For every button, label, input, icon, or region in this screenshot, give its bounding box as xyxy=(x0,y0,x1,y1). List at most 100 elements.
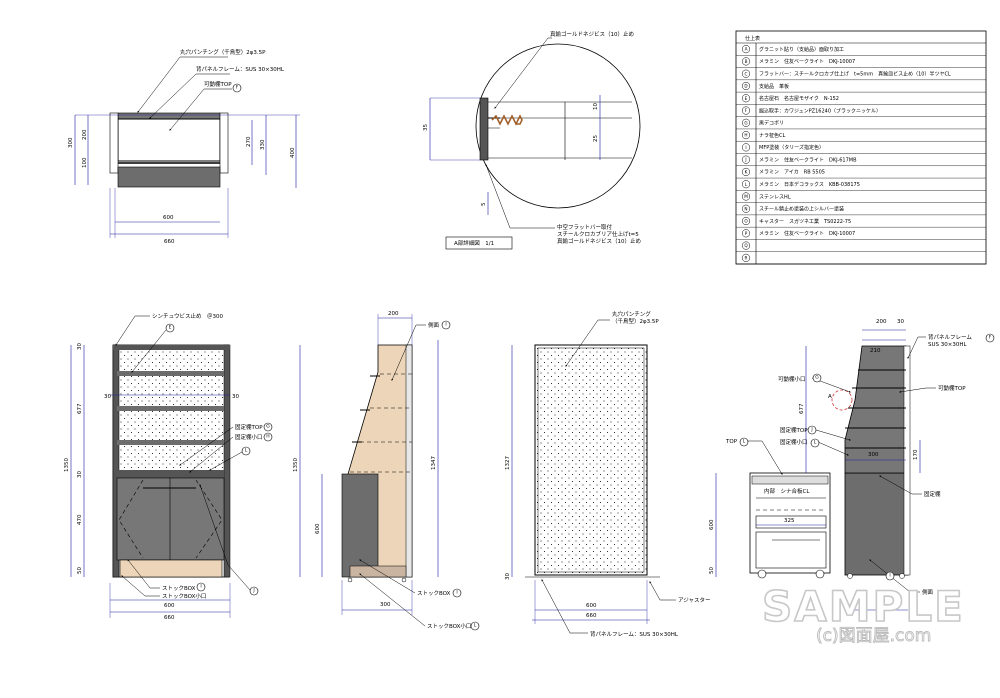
label-adjuster: アジャスター xyxy=(678,596,711,604)
svg-text:L: L xyxy=(245,448,248,454)
svg-text:I: I xyxy=(200,584,201,590)
finish-row-text: メラミン 住友ベークライト DKJ-10007 xyxy=(759,58,855,65)
finish-row-text: メラミン 日本デコラックス KBB-038175 xyxy=(759,181,860,188)
finish-mark-section-movable: G xyxy=(812,373,822,383)
side-elevation-view: 200 1350 1347 600 300 側面 I ストックBOX I ストッ… xyxy=(293,311,480,631)
svg-text:I: I xyxy=(456,590,457,596)
dim-600-top: 600 xyxy=(163,215,174,221)
finish-row-mark-circle xyxy=(741,167,751,176)
finish-row-mark-circle xyxy=(741,106,751,115)
svg-text:J: J xyxy=(252,588,254,594)
finish-row-mark: J xyxy=(744,157,746,162)
dim-35-detail: 35 xyxy=(423,124,429,131)
top-plan-view: 660 600 300 200 100 270 330 400 丸穴パンチング（… xyxy=(68,48,300,245)
finish-row-mark: M xyxy=(744,194,748,199)
finish-row-mark: E xyxy=(745,96,748,101)
svg-text:I: I xyxy=(445,322,446,328)
watermark-copyright: (c)図面屋.com xyxy=(816,626,931,646)
finish-mark-side-i: I xyxy=(441,320,451,330)
finish-row-mark-circle xyxy=(741,180,751,189)
finish-row-mark-circle xyxy=(741,216,751,226)
finish-row-mark: N xyxy=(744,206,747,211)
finish-row-mark-circle xyxy=(741,192,751,201)
finish-mark-section-top: L xyxy=(739,437,749,447)
dim-10-detail: 10 xyxy=(593,103,599,110)
finish-mark-top: F xyxy=(232,83,242,93)
svg-text:G: G xyxy=(815,375,819,381)
finish-row-text: 支給品 革板 xyxy=(759,83,789,90)
dim-30-front-d: 30 xyxy=(232,394,239,400)
label-top-section: TOP xyxy=(725,439,738,445)
finish-table-title: 仕上表 xyxy=(745,35,760,42)
finish-row-mark: P xyxy=(745,231,748,236)
finish-mark-front-g: G xyxy=(263,422,273,432)
label-detail-a-marker: A xyxy=(828,394,832,400)
label-stock-box-edge-side: ストックBOX小口 xyxy=(427,622,471,630)
finish-row-mark: R xyxy=(745,255,748,260)
label-fixed-shelf-top-front: 固定棚TOP xyxy=(235,423,263,431)
detail-a-view: 35 10 25 5 真鍮ゴールドネジビス（10）止め 中空フラットバー取付 ス… xyxy=(423,30,641,250)
dim-200-side: 200 xyxy=(388,311,399,317)
label-flatbar-3: 真鍮ゴールドネジビス（10）止め xyxy=(557,237,641,245)
dim-170-section: 170 xyxy=(913,449,919,460)
finish-row-mark: I xyxy=(745,145,746,150)
dim-300-section: 300 xyxy=(868,452,879,458)
dim-5-detail: 5 xyxy=(481,202,487,206)
finish-mark-side-edge: L xyxy=(470,621,480,631)
dim-200-top: 200 xyxy=(82,129,88,140)
front-elevation-view: 1350 677 470 30 30 30 30 50 600 660 シンチュ… xyxy=(64,312,273,621)
finish-row-mark-circle xyxy=(741,94,751,103)
finish-row-text: MFP塗装（タリーズ指定色） xyxy=(759,144,824,151)
dim-600-back: 600 xyxy=(586,603,597,609)
dim-600-front: 600 xyxy=(164,603,175,609)
label-side-section: 側面 xyxy=(922,588,934,596)
label-screw-front: シンチュウビス止め ＠300 xyxy=(152,312,223,320)
finish-row-mark-circle xyxy=(741,229,751,238)
svg-text:L: L xyxy=(814,440,817,446)
dim-677-section: 677 xyxy=(799,403,805,414)
finish-mark-front-j: J xyxy=(249,586,259,596)
finish-row-mark: C xyxy=(745,71,748,76)
svg-text:E: E xyxy=(169,325,172,331)
label-flatbar-1: 中空フラットバー取付 xyxy=(557,223,613,231)
label-stock-box-front: ストックBOX xyxy=(162,585,196,592)
finish-row-mark: L xyxy=(745,182,748,187)
dim-30-section: 30 xyxy=(897,319,904,325)
finish-row-mark-circle xyxy=(741,69,751,78)
finish-mark-side-box: I xyxy=(452,588,462,598)
finish-row-text: ステンレスHL xyxy=(759,194,791,200)
finish-row-mark-circle xyxy=(741,81,751,91)
finish-row-text: 黒デコボリ xyxy=(759,120,784,127)
label-perforation-back-2: （千鳥型）2φ3.5P xyxy=(612,317,659,325)
watermark-sample: SAMPLE xyxy=(762,582,965,631)
svg-text:I: I xyxy=(889,573,890,579)
label-stock-box-side: ストックBOX xyxy=(417,590,451,597)
label-fixed-shelf-top-section: 固定棚TOP xyxy=(780,426,808,434)
finish-row-mark-circle xyxy=(741,155,751,164)
finish-row-text: グラニット貼り（支給品）面取り加工 xyxy=(759,46,844,53)
finish-row-mark-circle xyxy=(741,131,751,140)
dim-300-side: 300 xyxy=(380,602,391,608)
dim-30-front-a: 30 xyxy=(77,343,83,350)
dim-30-front-b: 30 xyxy=(77,471,83,478)
dim-200-section: 200 xyxy=(876,319,887,325)
finish-row-text: フラットバー：スチールクロカブ仕上げ t=5mm 真鍮皿ビス止め（10）半ツヤC… xyxy=(759,70,951,77)
dim-210-section: 210 xyxy=(870,348,881,354)
dim-660-back: 660 xyxy=(586,613,597,619)
dim-600-section: 600 xyxy=(709,519,715,530)
detail-a-caption: A部詳細図 1/1 xyxy=(454,239,494,247)
dim-30-back: 30 xyxy=(505,573,511,580)
label-shelf-top: 可動棚TOP xyxy=(204,80,232,88)
svg-text:G: G xyxy=(266,424,270,430)
label-fixed-shelf-edge-section: 固定棚小口 xyxy=(780,438,808,446)
dim-50-section: 50 xyxy=(709,567,715,574)
finish-mark-front-l: L xyxy=(241,446,251,456)
finish-mark-section-side: I xyxy=(885,571,895,581)
dim-660-front: 660 xyxy=(164,615,175,621)
finish-row-text: キャスター スガツネ工業 TS0222-75 xyxy=(759,218,851,225)
label-movable-shelf-edge-section: 可動棚小口 xyxy=(778,375,806,383)
finish-row-text: 掘込取手：カワジュンPZ16240（ブラックニッケル） xyxy=(759,107,881,114)
finish-mark-front-h: H xyxy=(263,432,273,442)
